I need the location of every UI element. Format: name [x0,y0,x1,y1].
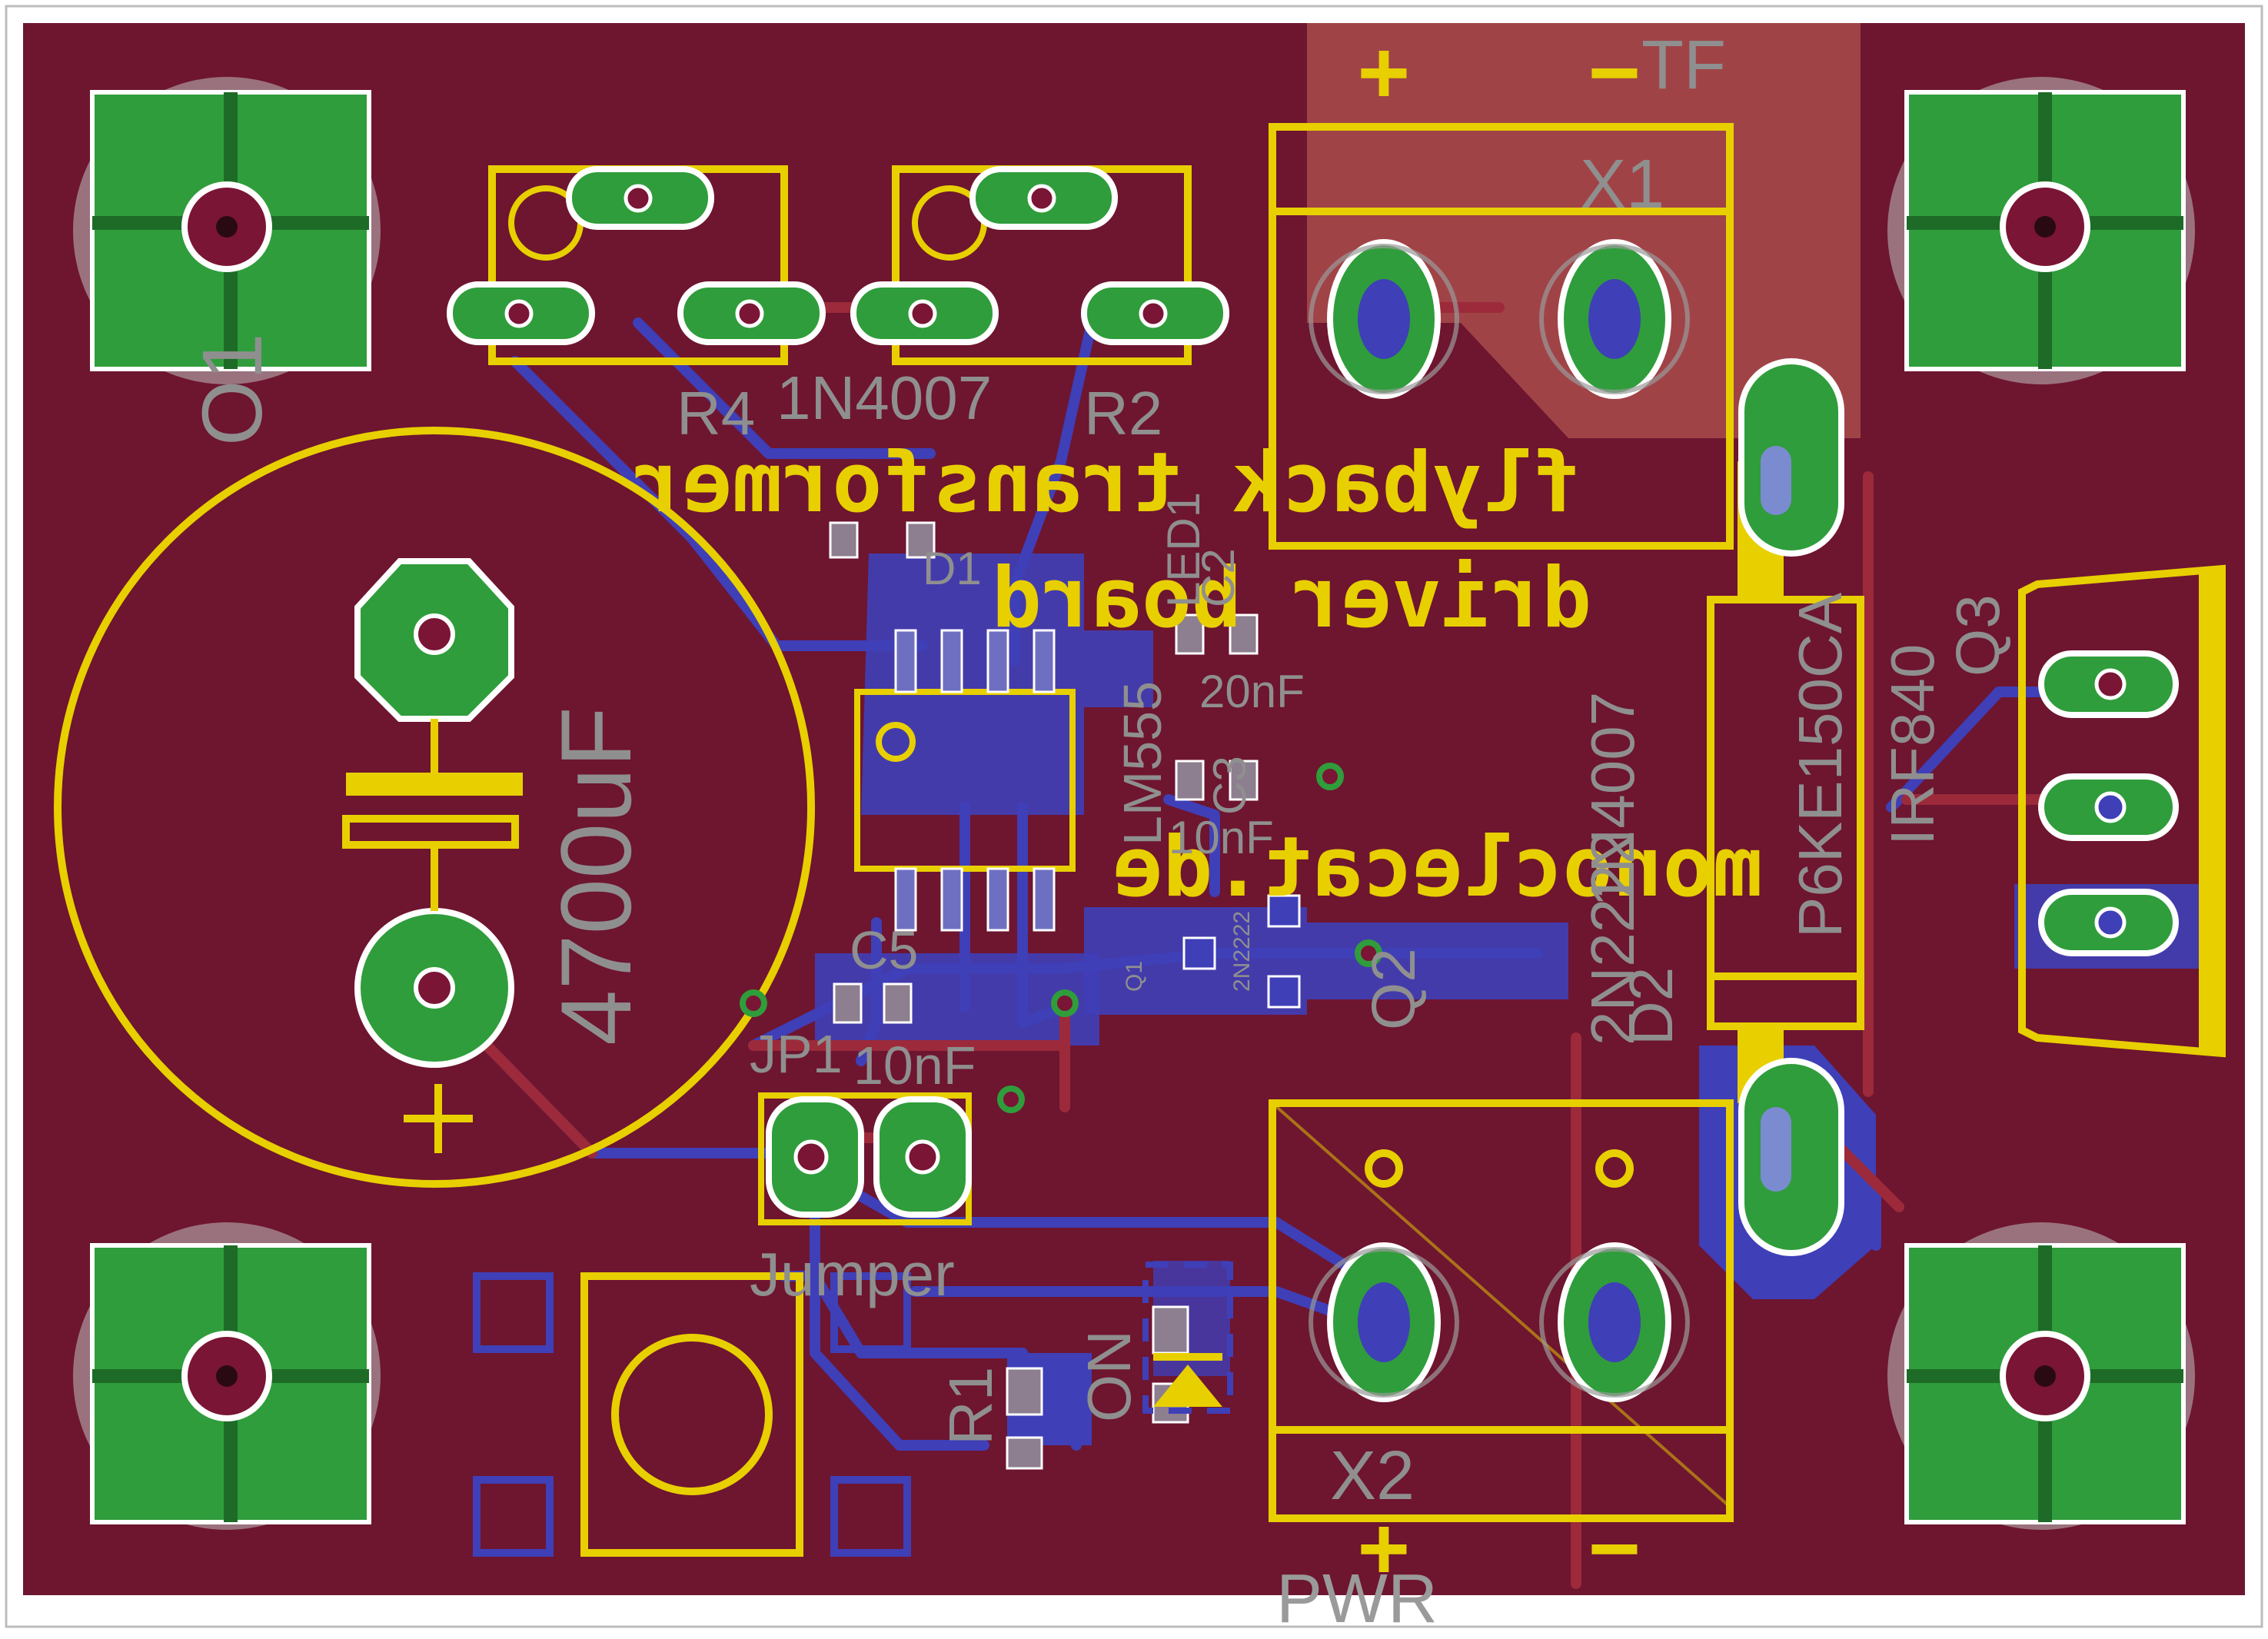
label-x1: X1 [1580,146,1664,223]
x1-minus: − [1589,22,1640,120]
label-x2: X2 [1330,1438,1415,1514]
push-switch [473,1272,911,1557]
label-on: ON [1075,1330,1143,1422]
x2-plus: + [1358,1498,1409,1596]
label-tf: TF [1641,27,1726,104]
label-pwr: PWR [1276,1561,1438,1637]
tvs-diode [1707,358,1864,1256]
label-4700uf: 4700uF [540,706,652,1046]
power-led [1142,1262,1233,1414]
label-c3-value: 10nF [1169,812,1274,863]
label-led1: LED1 [1158,492,1209,607]
label-c2-value: 20nF [1199,666,1305,717]
label-o1: O1 [185,333,280,446]
jumper-jp1 [758,1092,972,1225]
corner-pads [90,90,2186,1524]
vias [740,763,1382,1113]
x1-plus: + [1358,22,1409,120]
transistor-q2 [1182,894,1301,1009]
board-title-line2: driver board [992,550,1591,647]
label-c2: C2 [1192,548,1244,607]
label-d2-part: 1N4007 [1578,692,1647,907]
board-website: monoclecat.de [1112,820,1762,916]
label-jumper: Jumper [750,1240,955,1308]
board-title-line1: flyback transformer [632,435,1581,531]
label-small-2n2222: 2N2222 [1229,911,1255,992]
mosfet-q3 [2018,564,2226,1058]
label-irf840: IRF840 [1878,644,1947,846]
component-names: TF X1 X2 PWR R4 1N4007 R2 D1 C5 10nF JP1… [185,27,2012,1637]
trimmer-r4 [447,165,826,365]
label-r1: R1 [936,1367,1005,1445]
x2-minus: − [1589,1498,1640,1596]
trimmer-r2 [850,165,1229,365]
label-1n4007: 1N4007 [777,364,992,432]
silkscreen-text: flyback transformer driver board monocle… [632,22,1762,1596]
label-r4: R4 [677,379,755,447]
label-q1: Q1 [1122,961,1147,992]
label-q2: Q2 [1359,948,1428,1030]
label-c3: C3 [1204,756,1255,815]
label-jp1: JP1 [750,1024,843,1084]
terminal-x1 [1269,123,1734,550]
label-q2-part: 2N2222 [1578,830,1647,1046]
label-c5-value: 10nF [853,1036,976,1095]
label-c5: C5 [850,920,918,980]
terminal-x2 [1269,1099,1734,1522]
ic-lm555 [854,629,1076,932]
label-d1: D1 [923,543,982,594]
label-q3: Q3 [1944,594,2012,677]
label-d2: D2 [1617,967,1685,1046]
label-r2: R2 [1084,379,1162,447]
capacitor-4700uf [54,427,815,1188]
label-lm555: LM555 [1112,681,1172,846]
label-p6ke: P6KE150CA [1786,592,1854,938]
